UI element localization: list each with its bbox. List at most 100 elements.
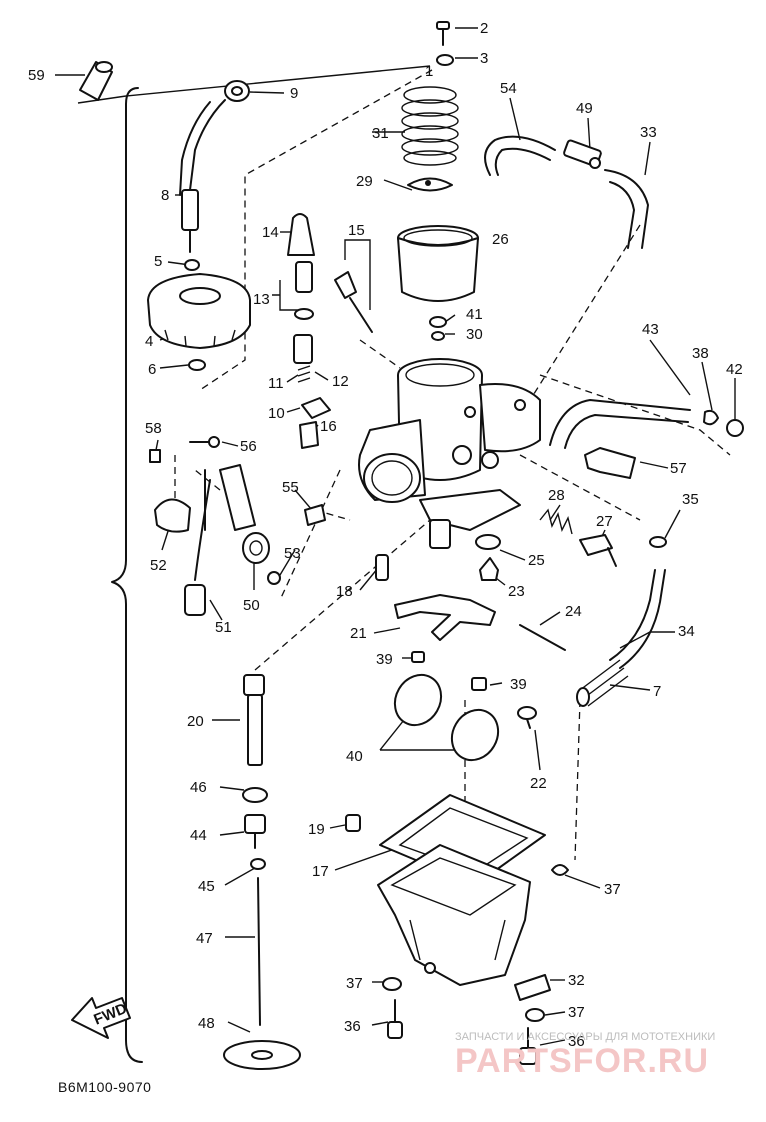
washer-6 bbox=[188, 359, 206, 371]
hose-54 bbox=[484, 135, 556, 176]
clamp-39b bbox=[471, 677, 487, 691]
callout: 54 bbox=[500, 80, 517, 97]
screw-19 bbox=[345, 814, 361, 832]
cable-bracket-57 bbox=[584, 447, 636, 479]
clip-35 bbox=[649, 536, 667, 548]
callout: 55 bbox=[282, 479, 299, 496]
drain-screw-22 bbox=[517, 706, 537, 729]
callout: 21 bbox=[350, 625, 367, 642]
callout: 36 bbox=[344, 1018, 361, 1035]
callout: 9 bbox=[290, 85, 298, 102]
callout: 24 bbox=[565, 603, 582, 620]
holder-52 bbox=[154, 498, 191, 533]
callout: 20 bbox=[187, 713, 204, 730]
starter-plunger-12 bbox=[293, 334, 313, 383]
callout: 16 bbox=[320, 418, 337, 435]
callout: 40 bbox=[346, 748, 363, 765]
fitting-59 bbox=[79, 61, 113, 101]
clamp-9 bbox=[224, 80, 250, 102]
callout: 11 bbox=[268, 375, 284, 392]
needle-jet-20 bbox=[243, 674, 265, 766]
callout: 39 bbox=[376, 651, 393, 668]
ball-53 bbox=[267, 571, 281, 585]
washer-48 bbox=[223, 1040, 301, 1070]
spring-28 bbox=[539, 508, 573, 535]
hose-33 bbox=[604, 169, 649, 249]
float-arm-21 bbox=[394, 594, 496, 641]
spring-31 bbox=[401, 86, 459, 166]
screw-36-left bbox=[387, 999, 403, 1039]
callout: 53 bbox=[284, 545, 301, 562]
clamp-37-right bbox=[551, 864, 569, 876]
drawing-code: B6M100-9070 bbox=[58, 1079, 151, 1095]
callout: 2 bbox=[480, 20, 488, 37]
callout: 18 bbox=[336, 583, 353, 600]
callout: 57 bbox=[670, 460, 687, 477]
carburetor-body bbox=[358, 358, 541, 549]
joint-49 bbox=[563, 139, 602, 169]
callout: 56 bbox=[240, 438, 257, 455]
callout: 29 bbox=[356, 173, 373, 190]
starter-cable-50 bbox=[219, 464, 270, 564]
float-40 bbox=[393, 673, 500, 762]
cap-55 bbox=[304, 504, 326, 526]
washer-41 bbox=[429, 316, 447, 328]
hose-43 bbox=[549, 399, 691, 449]
callout: 19 bbox=[308, 821, 325, 838]
callout: 30 bbox=[466, 326, 483, 343]
hose-7 bbox=[576, 659, 629, 707]
callout: 4 bbox=[145, 333, 153, 350]
callout: 8 bbox=[161, 187, 169, 204]
washer-37-left bbox=[382, 977, 402, 991]
callout: 42 bbox=[726, 361, 743, 378]
callout: 14 bbox=[262, 224, 279, 241]
callout: 23 bbox=[508, 583, 525, 600]
throttle-valve-26 bbox=[397, 225, 479, 302]
callout: 46 bbox=[190, 779, 207, 796]
callout: 25 bbox=[528, 552, 545, 569]
plug-58 bbox=[149, 449, 161, 463]
callout: 38 bbox=[692, 345, 709, 362]
washer-25 bbox=[475, 534, 501, 550]
o-ring-5 bbox=[184, 259, 200, 271]
cap-16 bbox=[299, 421, 319, 449]
float-valve-23 bbox=[479, 557, 499, 581]
pin-24 bbox=[519, 624, 566, 651]
callout: 45 bbox=[198, 878, 215, 895]
callout: 15 bbox=[348, 222, 365, 239]
callout: 50 bbox=[243, 597, 260, 614]
callout: 59 bbox=[28, 67, 45, 84]
float-chamber bbox=[377, 844, 531, 986]
watermark-logo: PARTSFOR.RU bbox=[455, 1042, 709, 1080]
plunger-13 bbox=[294, 261, 314, 320]
callout: 47 bbox=[196, 930, 213, 947]
assembly-bracket bbox=[77, 65, 431, 1063]
clamp-39a bbox=[411, 651, 425, 663]
screw-18 bbox=[375, 554, 389, 581]
callout: 58 bbox=[145, 420, 162, 437]
callout: 41 bbox=[466, 306, 483, 323]
screw-2 bbox=[436, 21, 450, 46]
bracket-32 bbox=[514, 974, 551, 1001]
watermark-tagline: ЗАПЧАСТИ И АКСЕССУАРЫ ДЛЯ МОТОТЕХНИКИ bbox=[455, 1031, 715, 1043]
callout: 12 bbox=[332, 373, 349, 390]
callout-labels: 2 3 59 9 54 49 33 1 31 29 8 5 14 15 26 1… bbox=[28, 20, 743, 1050]
callout: 32 bbox=[568, 972, 585, 989]
washer-3 bbox=[436, 54, 454, 66]
callout: 35 bbox=[682, 491, 699, 508]
callout: 10 bbox=[268, 405, 285, 422]
callout: 48 bbox=[198, 1015, 215, 1032]
watermark: ЗАПЧАСТИ И АКСЕССУАРЫ ДЛЯ МОТОТЕХНИКИ PA… bbox=[455, 1031, 715, 1080]
callout: 17 bbox=[312, 863, 329, 880]
callout: 34 bbox=[678, 623, 695, 640]
cap-4 bbox=[147, 273, 251, 349]
callout: 3 bbox=[480, 50, 488, 67]
screw-56 bbox=[189, 436, 220, 448]
air-vent-joint-8 bbox=[181, 189, 199, 253]
fwd-arrow: FWD bbox=[71, 997, 131, 1039]
callout: 39 bbox=[510, 676, 527, 693]
callout: 37 bbox=[346, 975, 363, 992]
main-jet-44 bbox=[244, 814, 266, 849]
cable-51 bbox=[184, 469, 211, 616]
